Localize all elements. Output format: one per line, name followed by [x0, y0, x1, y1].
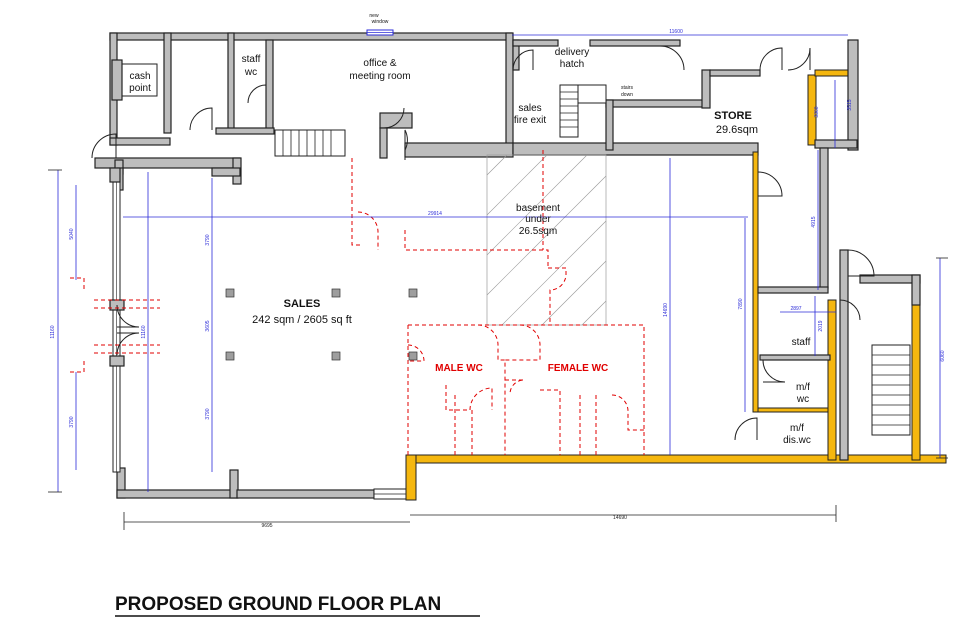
- room-labels: cash point staff wc office & meeting roo…: [129, 13, 811, 446]
- dim-col-mid: 3605: [205, 320, 211, 331]
- dim-staff-h: 2019: [818, 320, 824, 331]
- dim-bay-top: 5040: [69, 228, 75, 239]
- label-cash-point-2: point: [129, 83, 151, 94]
- label-male-wc: MALE WC: [435, 363, 483, 374]
- label-staff-wc-2: wc: [244, 67, 257, 78]
- label-delivery-2: hatch: [560, 59, 584, 70]
- label-fire-exit-1: sales: [518, 103, 541, 114]
- label-stairs-1: stairs: [621, 85, 633, 91]
- upper-stairs: [274, 129, 346, 157]
- label-dis-wc-2: dis.wc: [783, 435, 811, 446]
- dim-store-left: 4915: [811, 216, 817, 227]
- dim-store-top2: 3515: [847, 99, 853, 110]
- sales-walls: [109, 167, 407, 500]
- label-new-window-2: window: [372, 19, 389, 25]
- label-fire-exit-2: fire exit: [514, 115, 546, 126]
- label-female-wc: FEMALE WC: [548, 363, 609, 374]
- label-sales: SALES: [284, 298, 321, 310]
- label-basement-2: under: [525, 214, 551, 225]
- dim-top-overall: 11600: [669, 29, 683, 35]
- dimension-lines: [48, 34, 948, 530]
- dim-staff-w: 2897: [790, 306, 801, 312]
- label-new-window-1: new: [369, 13, 379, 19]
- dimension-labels: 11600 29914 11160 11160 5040 3790 3790 3…: [50, 29, 946, 529]
- upper-left-walls: [94, 29, 759, 185]
- dim-col-upper: 3790: [205, 234, 211, 245]
- label-store-area: 29.6sqm: [716, 124, 758, 136]
- dim-store-top: 3360: [814, 106, 820, 117]
- label-delivery-1: delivery: [555, 47, 589, 58]
- dim-right-depth: 14690: [663, 303, 669, 317]
- dim-left-inner: 11160: [141, 325, 147, 338]
- store-walls: [512, 39, 921, 461]
- label-staff-wc-1: staff: [242, 54, 261, 65]
- label-office-2: meeting room: [349, 71, 410, 82]
- label-cash-point-1: cash: [129, 71, 150, 82]
- basement-hatch: [486, 154, 607, 326]
- dim-store-right: 7890: [738, 298, 744, 309]
- label-staff: staff: [792, 337, 811, 348]
- columns: [225, 288, 418, 361]
- page-title: PROPOSED GROUND FLOOR PLAN: [115, 594, 441, 615]
- dim-bay-bottom: 3790: [69, 416, 75, 427]
- dim-far-right: 6060: [940, 350, 946, 361]
- dim-sales-width: 29914: [428, 211, 442, 217]
- right-stairs: [871, 344, 911, 436]
- new-walls: [405, 69, 947, 501]
- label-basement-3: 26.5sqm: [519, 226, 557, 237]
- label-stairs-2: down: [621, 92, 633, 98]
- label-dis-wc-1: m/f: [790, 423, 804, 434]
- label-store: STORE: [714, 110, 752, 122]
- dim-bottom-left: 9695: [261, 523, 272, 529]
- label-basement-1: basement: [516, 203, 560, 214]
- label-sales-area: 242 sqm / 2605 sq ft: [252, 314, 352, 326]
- dim-col-lower: 3790: [205, 408, 211, 419]
- doors: [91, 45, 875, 441]
- label-mf-wc-1: m/f: [796, 382, 810, 393]
- dim-bottom-right: 14690: [613, 515, 627, 521]
- dim-left-overall: 11160: [50, 325, 56, 338]
- label-mf-wc-2: wc: [796, 394, 809, 405]
- label-office-1: office &: [363, 58, 396, 69]
- proposed-toilets: [70, 150, 645, 455]
- delivery-stairs: [559, 84, 607, 138]
